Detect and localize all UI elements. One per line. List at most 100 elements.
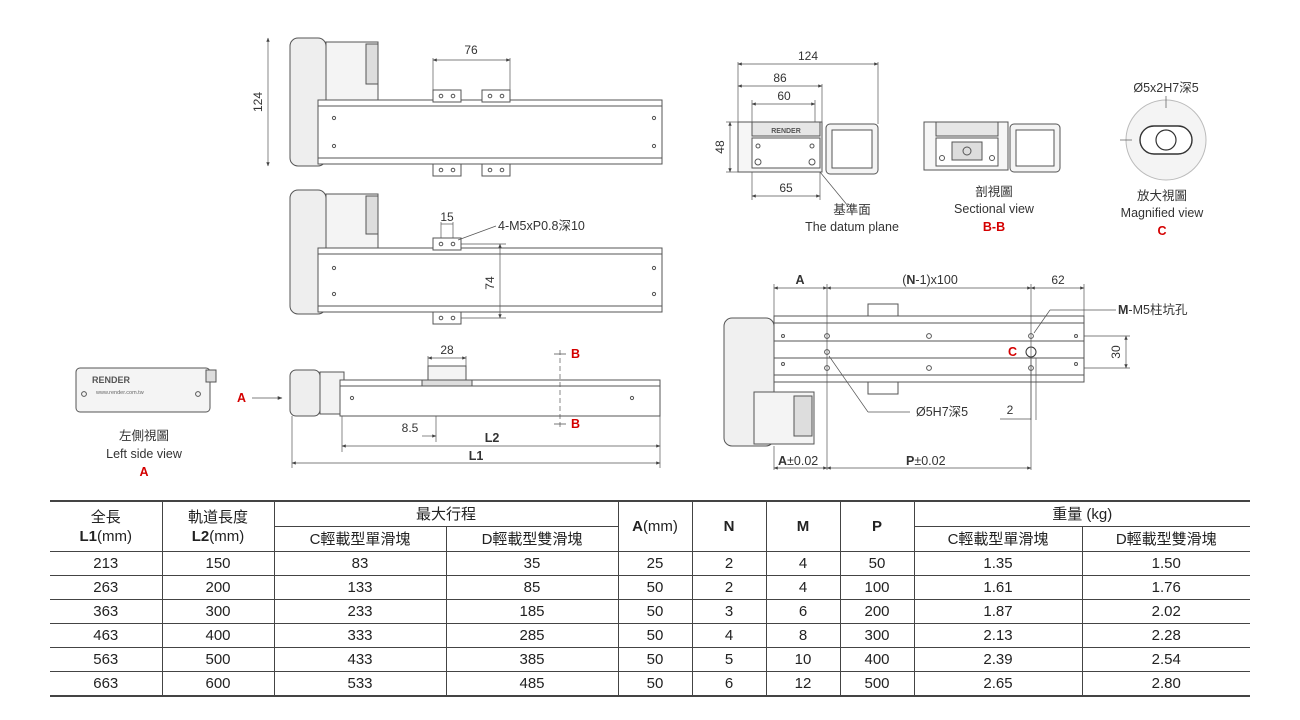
header-full-length: 全長 L1(mm)	[50, 500, 162, 552]
callout-M-holes: M-M5柱坑孔	[1118, 302, 1188, 317]
header-A: A(mm)	[617, 500, 693, 552]
section-en: Sectional view	[954, 202, 1035, 216]
cell-L2: 150	[161, 551, 274, 576]
section-cn: 剖視圖	[975, 184, 1013, 199]
cell-M: 10	[765, 647, 841, 672]
cell-stroke-c: 433	[273, 647, 446, 672]
cell-stroke-d: 285	[445, 623, 619, 648]
spec-table: 全長 L1(mm) 軌道長度 L2(mm) 最大行程 A(mm) N M P 重…	[50, 500, 1251, 697]
technical-drawing: 76 124 15 4-M5xP0.8深10 74	[75, 37, 1207, 479]
cell-L2: 500	[161, 647, 274, 672]
header-full-length-unit: (mm)	[97, 527, 132, 545]
side-view	[252, 350, 661, 468]
cell-weight-c: 1.87	[913, 599, 1083, 624]
left-view-letter: A	[139, 465, 148, 479]
spec-table-wrapper: 全長 L1(mm) 軌道長度 L2(mm) 最大行程 A(mm) N M P 重…	[50, 500, 1251, 697]
header-weight-c: C輕載型單滑塊	[913, 526, 1083, 552]
cell-A: 50	[617, 623, 693, 648]
front-dim-60: 60	[777, 89, 791, 103]
header-rail-length-unit: (mm)	[209, 527, 245, 545]
left-view-cn: 左側視圖	[119, 428, 169, 443]
section-mark-top: B	[571, 347, 580, 361]
magnified-en: Magnified view	[1121, 206, 1205, 220]
header-stroke-c: C輕載型單滑塊	[273, 526, 446, 552]
cell-weight-c: 1.61	[913, 575, 1083, 600]
cell-P: 100	[839, 575, 915, 600]
cell-M: 4	[765, 575, 841, 600]
cell-A: 50	[617, 671, 693, 697]
cell-weight-d: 2.28	[1081, 623, 1251, 648]
callout-holes: 4-M5xP0.8深10	[498, 219, 585, 233]
cell-L1: 463	[50, 623, 162, 648]
cell-L2: 300	[161, 599, 274, 624]
cell-L2: 600	[161, 671, 274, 697]
cell-L2: 400	[161, 623, 274, 648]
datum-en: The datum plane	[805, 220, 899, 234]
cell-weight-c: 2.65	[913, 671, 1083, 697]
tol-P: P±0.02	[906, 454, 946, 468]
top-view-2	[289, 189, 663, 325]
header-A-unit: (mm)	[642, 518, 678, 535]
dim-28: 28	[440, 343, 454, 357]
cell-stroke-d: 35	[445, 551, 619, 576]
cell-M: 12	[765, 671, 841, 697]
dim-15: 15	[440, 210, 454, 224]
magnified-letter: C	[1157, 224, 1166, 238]
header-rail-length: 軌道長度 L2(mm)	[161, 500, 274, 552]
cell-N: 2	[691, 551, 767, 576]
header-row-1: 全長 L1(mm) 軌道長度 L2(mm) 最大行程 A(mm) N M P 重…	[50, 500, 1251, 552]
header-M: M	[765, 500, 841, 552]
header-P: P	[839, 500, 915, 552]
cell-stroke-c: 533	[273, 671, 446, 697]
header-rail-length-cn: 軌道長度	[187, 508, 248, 526]
label-L2: L2	[485, 431, 500, 445]
tr-dim-N-pitch: (N-1)x100	[902, 273, 958, 287]
label-L1: L1	[469, 449, 484, 463]
cell-L1: 363	[50, 599, 162, 624]
cell-weight-d: 2.80	[1081, 671, 1251, 697]
header-full-length-cn: 全長	[90, 508, 121, 526]
cell-stroke-c: 333	[273, 623, 446, 648]
cell-L1: 663	[50, 671, 162, 697]
header-stroke-d: D輕載型雙滑塊	[445, 526, 619, 552]
top-view-1	[266, 37, 663, 177]
logo-url: www.render.com.tw	[95, 390, 144, 396]
header-full-length-L1: L1	[79, 527, 98, 545]
dim-30: 30	[1109, 345, 1123, 359]
header-max-stroke: 最大行程	[273, 500, 619, 527]
datum-cn: 基準面	[833, 202, 871, 217]
sectional-view	[923, 121, 1061, 173]
dim-76: 76	[464, 43, 478, 57]
cell-A: 50	[617, 599, 693, 624]
cell-L2: 200	[161, 575, 274, 600]
header-N: N	[691, 500, 767, 552]
cell-N: 4	[691, 623, 767, 648]
left-view-en: Left side view	[106, 447, 183, 461]
cell-M: 4	[765, 551, 841, 576]
cell-P: 50	[839, 551, 915, 576]
front-dim-86: 86	[773, 71, 787, 85]
tr-dim-A: A	[795, 273, 804, 287]
cell-stroke-c: 133	[273, 575, 446, 600]
header-weight: 重量 (kg)	[913, 500, 1251, 527]
cell-N: 5	[691, 647, 767, 672]
header-rail-length-L2: L2	[191, 527, 210, 545]
cell-L1: 563	[50, 647, 162, 672]
cell-N: 2	[691, 575, 767, 600]
cell-stroke-d: 85	[445, 575, 619, 600]
front-dim-65: 65	[779, 181, 793, 195]
cell-M: 6	[765, 599, 841, 624]
front-dim-124: 124	[798, 49, 818, 63]
magnified-callout: Ø5x2H7深5	[1133, 81, 1198, 95]
dim-74: 74	[483, 276, 497, 290]
cell-weight-d: 1.50	[1081, 551, 1251, 576]
header-A-label: A	[632, 518, 643, 535]
section-mark-bottom: B	[571, 417, 580, 431]
cell-L1: 263	[50, 575, 162, 600]
